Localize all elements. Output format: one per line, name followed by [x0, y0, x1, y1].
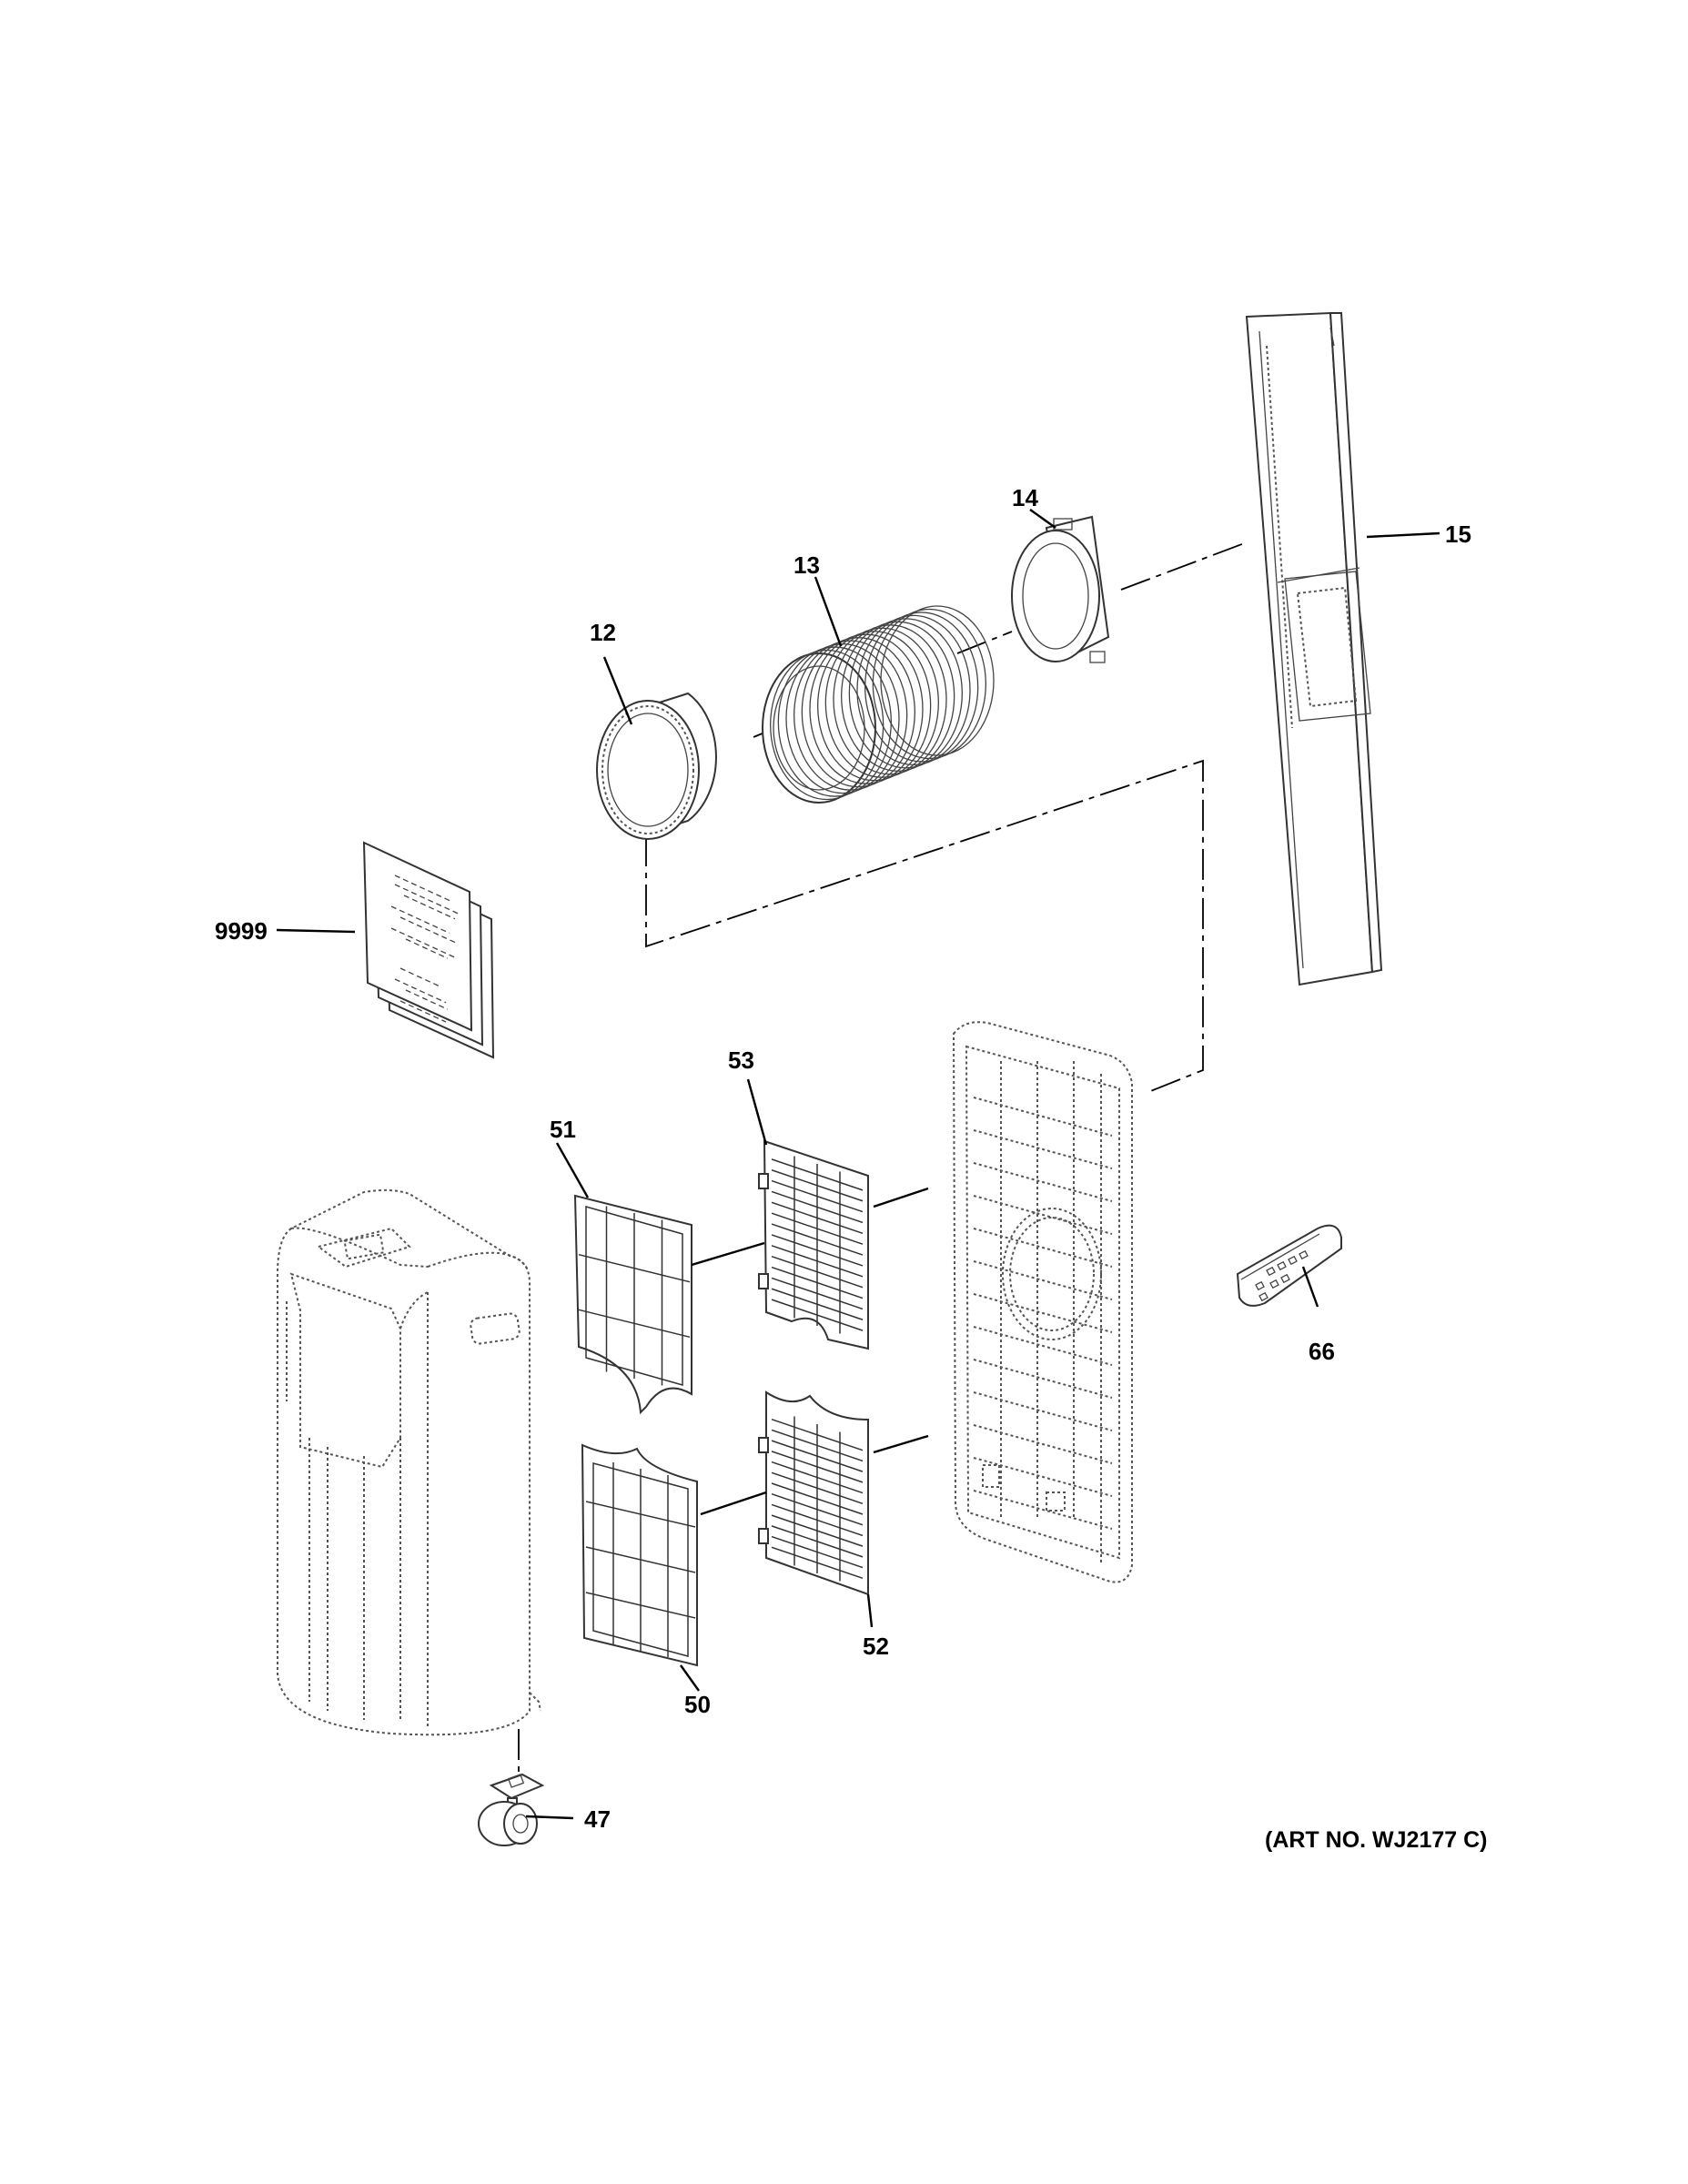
owner-manual-part-9999 [362, 841, 495, 1059]
rear-rib [973, 1129, 1113, 1169]
callout-14: 14 [1012, 484, 1038, 511]
callout-labels: 12 13 14 15 9999 53 51 66 52 50 47 [215, 484, 1471, 1833]
remote-key [1299, 1249, 1309, 1260]
hose-coil [880, 605, 995, 756]
hose-coil [864, 612, 979, 763]
rear-rib [973, 1228, 1113, 1268]
rear-rib [973, 1424, 1113, 1464]
filter-mesh-line [578, 1253, 691, 1283]
rear-rib [973, 1260, 1113, 1300]
filter-mesh-line [585, 1501, 696, 1528]
manual-text-line [394, 884, 460, 915]
hose-connector-part-12 [596, 692, 717, 840]
manual-text-line [399, 967, 441, 987]
rear-rib [973, 1293, 1113, 1333]
manual-text-line [390, 927, 456, 958]
rear-rib [973, 1490, 1113, 1530]
hose-opening [773, 665, 865, 791]
manual-text-line [390, 905, 450, 935]
manual-text-line [405, 989, 449, 1010]
callout-53: 53 [728, 1046, 754, 1074]
filter-inner-frame [585, 1206, 683, 1386]
remote-key [1277, 1260, 1287, 1271]
grille-part-53 [758, 1139, 869, 1350]
callout-9999: 9999 [215, 917, 268, 945]
manual-text-line [403, 895, 456, 920]
caster-part-47 [478, 1729, 545, 1846]
callout-51: 51 [550, 1116, 576, 1143]
callout-50: 50 [684, 1691, 711, 1718]
rear-rib [973, 1097, 1113, 1137]
window-adapter-part-14 [1011, 515, 1110, 663]
manual-text-line [394, 875, 450, 902]
rear-rib [973, 1162, 1113, 1202]
manual-text-line [399, 916, 456, 944]
remote-key [1269, 1279, 1279, 1289]
filter-mesh-line [578, 1309, 691, 1339]
remote-key [1258, 1291, 1269, 1302]
rear-rib [973, 1457, 1113, 1497]
callout-15: 15 [1445, 521, 1471, 548]
rear-panel [952, 1021, 1133, 1583]
filter-mesh-line [585, 1546, 696, 1573]
rear-rib [973, 1359, 1113, 1399]
window-panel-part-15 [1245, 311, 1383, 986]
hose-coil [872, 608, 986, 760]
rear-rib [973, 1326, 1113, 1366]
assembly-lines [645, 541, 1248, 1093]
art-number: (ART NO. WJ2177 C) [1265, 1827, 1487, 1853]
filter-mesh-line [585, 1592, 696, 1619]
callout-13: 13 [793, 551, 820, 579]
filter-frame-part-50 [581, 1443, 698, 1667]
exhaust-hose-part-13 [762, 605, 995, 804]
remote-control-part-66 [1236, 1224, 1342, 1307]
remote-key [1280, 1273, 1290, 1284]
cabinet-body [277, 1188, 541, 1736]
grille-part-52 [758, 1390, 869, 1596]
rear-rib [973, 1391, 1113, 1431]
filter-frame-part-51 [573, 1194, 692, 1415]
callout-66: 66 [1309, 1338, 1335, 1365]
remote-key [1288, 1255, 1298, 1266]
callout-12: 12 [590, 619, 616, 646]
filter-inner-frame [592, 1462, 689, 1657]
manual-text-line [394, 978, 447, 1004]
manual-text-line [405, 938, 449, 959]
manual-text-line [399, 1000, 447, 1023]
rear-rib [973, 1195, 1113, 1235]
remote-key [1266, 1266, 1276, 1277]
hose-coil [856, 614, 971, 766]
callout-47: 47 [584, 1805, 611, 1833]
leader-lines [276, 509, 1440, 1820]
remote-key [1255, 1280, 1265, 1291]
callout-52: 52 [863, 1633, 889, 1660]
